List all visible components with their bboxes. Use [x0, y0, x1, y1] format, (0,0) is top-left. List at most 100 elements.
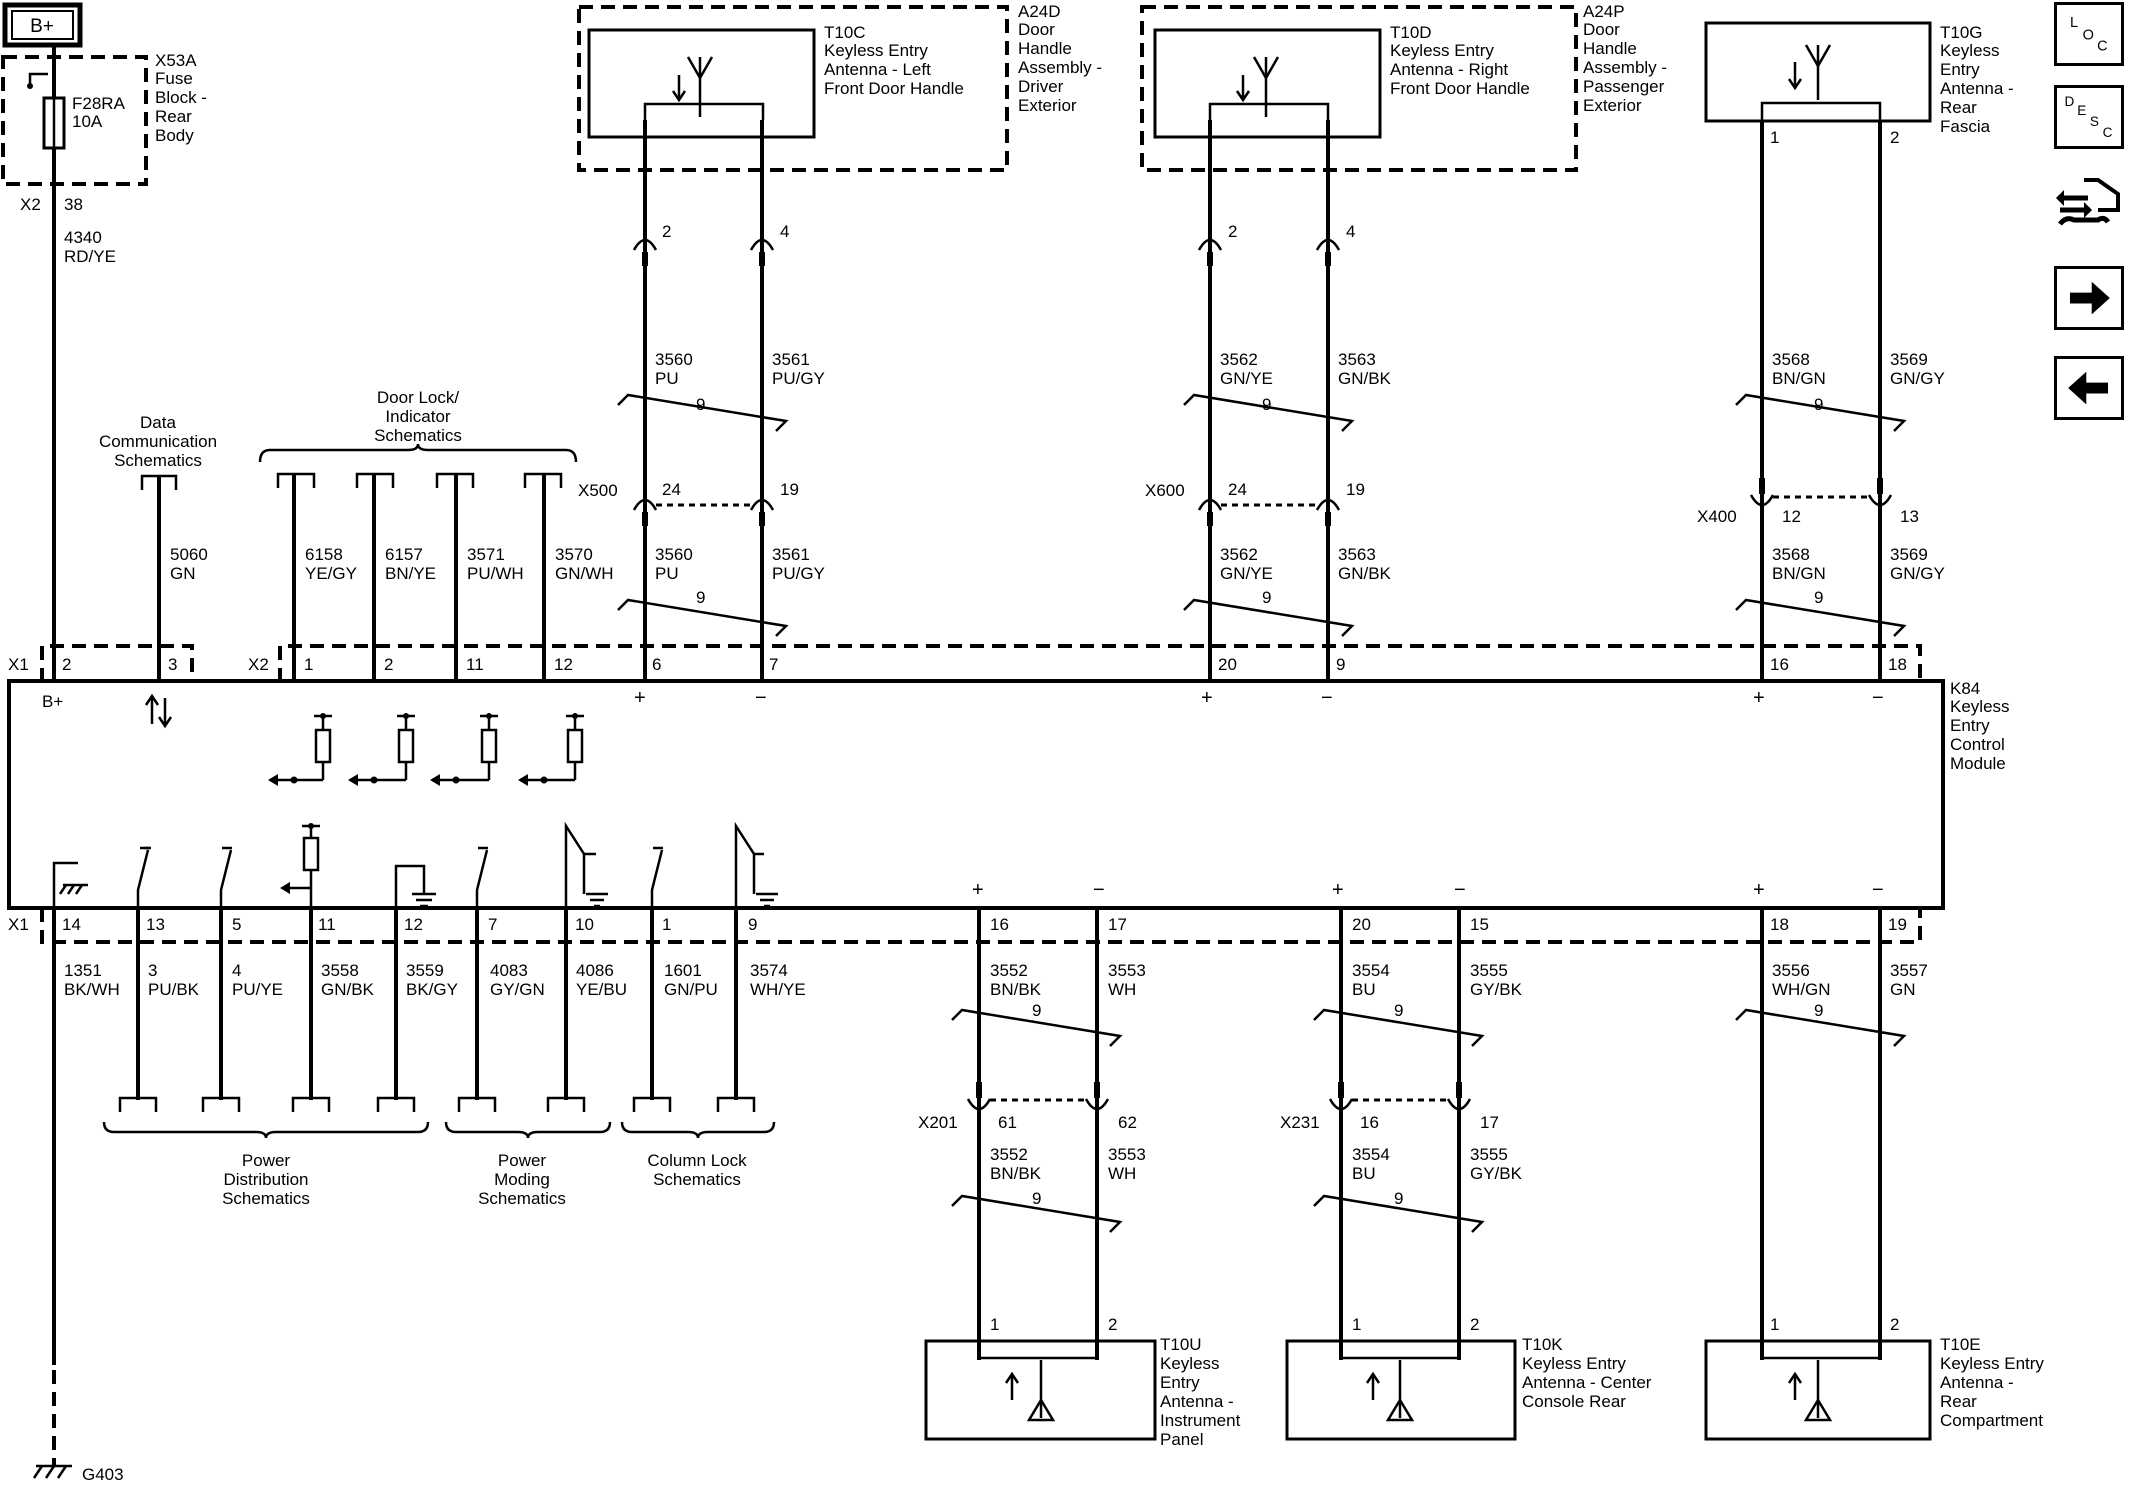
- svg-text:3552: 3552: [990, 961, 1028, 980]
- svg-text:Rear: Rear: [1940, 98, 1977, 117]
- svg-text:3570: 3570: [555, 545, 593, 564]
- svg-text:BK/GY: BK/GY: [406, 980, 458, 999]
- svg-text:16: 16: [1360, 1113, 1379, 1132]
- antenna-icon: [1787, 1360, 1833, 1422]
- keyless-entry-module: B+ + − + − + − K84 Keyless Entry Control…: [7, 679, 2010, 910]
- svg-text:3555: 3555: [1470, 1145, 1508, 1164]
- svg-text:PU/GY: PU/GY: [772, 369, 825, 388]
- svg-text:Communication: Communication: [99, 432, 217, 451]
- svg-text:3574: 3574: [750, 961, 788, 980]
- svg-text:WH: WH: [1108, 1164, 1136, 1183]
- svg-text:24: 24: [1228, 480, 1247, 499]
- svg-text:G403: G403: [82, 1465, 124, 1484]
- svg-text:62: 62: [1118, 1113, 1137, 1132]
- wires-t10k: 3554 BU 3555 GY/BK 9 X231 16 17 3554 BU …: [1280, 908, 1523, 1360]
- svg-text:Keyless: Keyless: [1950, 697, 2010, 716]
- svg-text:Panel: Panel: [1160, 1430, 1203, 1449]
- svg-text:3560: 3560: [655, 350, 693, 369]
- svg-text:BN/GN: BN/GN: [1772, 564, 1826, 583]
- svg-text:3562: 3562: [1220, 545, 1258, 564]
- svg-text:X201: X201: [918, 1113, 958, 1132]
- svg-text:Block -: Block -: [155, 88, 207, 107]
- svg-text:3563: 3563: [1338, 545, 1376, 564]
- svg-text:−: −: [1454, 879, 1466, 901]
- svg-text:2: 2: [1228, 222, 1237, 241]
- fuse-block-id: X53A: [155, 51, 197, 70]
- antenna-t10c: T10C Keyless Entry Antenna - Left Front …: [577, 2, 1102, 172]
- svg-text:GN/BK: GN/BK: [1338, 564, 1392, 583]
- svg-text:PU/GY: PU/GY: [772, 564, 825, 583]
- svg-text:Front Door Handle: Front Door Handle: [1390, 79, 1530, 98]
- fuse-block: X53A Fuse Block - Rear Body F28RA 10A X2…: [1, 45, 207, 680]
- svg-text:2: 2: [662, 222, 671, 241]
- svg-text:17: 17: [1108, 915, 1127, 934]
- svg-text:3556: 3556: [1772, 961, 1810, 980]
- antenna-icon: [671, 56, 714, 117]
- svg-text:Schematics: Schematics: [222, 1189, 310, 1208]
- svg-text:3557: 3557: [1890, 961, 1928, 980]
- svg-text:9: 9: [1262, 588, 1271, 607]
- location-button[interactable]: L O C: [2054, 2, 2124, 66]
- svg-text:3568: 3568: [1772, 545, 1810, 564]
- wires-t10e: 3556 WH/GN 3557 GN 9 1 2: [1735, 908, 1928, 1360]
- svg-text:Keyless Entry: Keyless Entry: [1940, 1354, 2044, 1373]
- ground-icons: [394, 821, 778, 908]
- svg-text:12: 12: [1782, 507, 1801, 526]
- svg-text:17: 17: [1480, 1113, 1499, 1132]
- ref-data-communication: Data Communication Schematics 5060 GN: [99, 413, 217, 680]
- svg-text:4340: 4340: [64, 228, 102, 247]
- svg-text:6157: 6157: [385, 545, 423, 564]
- svg-text:Instrument: Instrument: [1160, 1411, 1241, 1430]
- svg-text:6: 6: [652, 655, 661, 674]
- connector-wrench-button[interactable]: [2054, 170, 2124, 234]
- previous-page-button[interactable]: [2054, 356, 2124, 420]
- svg-text:BK/WH: BK/WH: [64, 980, 120, 999]
- svg-text:Indicator: Indicator: [385, 407, 451, 426]
- svg-text:−: −: [1872, 879, 1884, 901]
- svg-text:19: 19: [780, 480, 799, 499]
- svg-text:6158: 6158: [305, 545, 343, 564]
- next-page-button[interactable]: [2054, 266, 2124, 330]
- svg-text:Antenna -: Antenna -: [1160, 1392, 1234, 1411]
- svg-text:Keyless: Keyless: [1160, 1354, 1220, 1373]
- pullup-resistor-icons: [268, 713, 584, 786]
- svg-text:Power: Power: [498, 1151, 547, 1170]
- svg-text:L: L: [2070, 15, 2078, 31]
- svg-text:T10C: T10C: [824, 23, 866, 42]
- svg-text:10: 10: [575, 915, 594, 934]
- svg-text:Schematics: Schematics: [653, 1170, 741, 1189]
- svg-text:Keyless Entry: Keyless Entry: [1390, 41, 1494, 60]
- svg-text:13: 13: [146, 915, 165, 934]
- svg-text:4: 4: [1346, 222, 1355, 241]
- svg-text:2: 2: [1890, 1315, 1899, 1334]
- antenna-icon: [1004, 1360, 1056, 1422]
- chassis-ground-icon: [52, 861, 88, 908]
- svg-text:C: C: [2103, 125, 2113, 140]
- svg-text:A24P: A24P: [1583, 2, 1625, 21]
- svg-text:Data: Data: [140, 413, 176, 432]
- svg-text:4: 4: [780, 222, 789, 241]
- svg-text:2: 2: [1108, 1315, 1117, 1334]
- svg-text:X500: X500: [578, 481, 618, 500]
- svg-text:9: 9: [1814, 395, 1823, 414]
- svg-text:Keyless Entry: Keyless Entry: [1522, 1354, 1626, 1373]
- svg-text:WH/YE: WH/YE: [750, 980, 806, 999]
- svg-text:3561: 3561: [772, 545, 810, 564]
- antenna-t10k: T10K Keyless Entry Antenna - Center Cons…: [1285, 1335, 1652, 1441]
- svg-text:3553: 3553: [1108, 961, 1146, 980]
- svg-text:3553: 3553: [1108, 1145, 1146, 1164]
- svg-text:3555: 3555: [1470, 961, 1508, 980]
- svg-text:Front Door Handle: Front Door Handle: [824, 79, 964, 98]
- svg-text:WH: WH: [1108, 980, 1136, 999]
- svg-text:3: 3: [148, 961, 157, 980]
- description-button[interactable]: D E S C: [2054, 85, 2124, 149]
- svg-text:+: +: [1332, 879, 1344, 901]
- svg-text:Antenna - Right: Antenna - Right: [1390, 60, 1508, 79]
- svg-text:20: 20: [1352, 915, 1371, 934]
- svg-text:1: 1: [662, 915, 671, 934]
- svg-text:9: 9: [696, 395, 705, 414]
- svg-text:3552: 3552: [990, 1145, 1028, 1164]
- svg-text:Assembly -: Assembly -: [1583, 58, 1667, 77]
- svg-text:Schematics: Schematics: [374, 426, 462, 445]
- svg-text:1: 1: [1770, 1315, 1779, 1334]
